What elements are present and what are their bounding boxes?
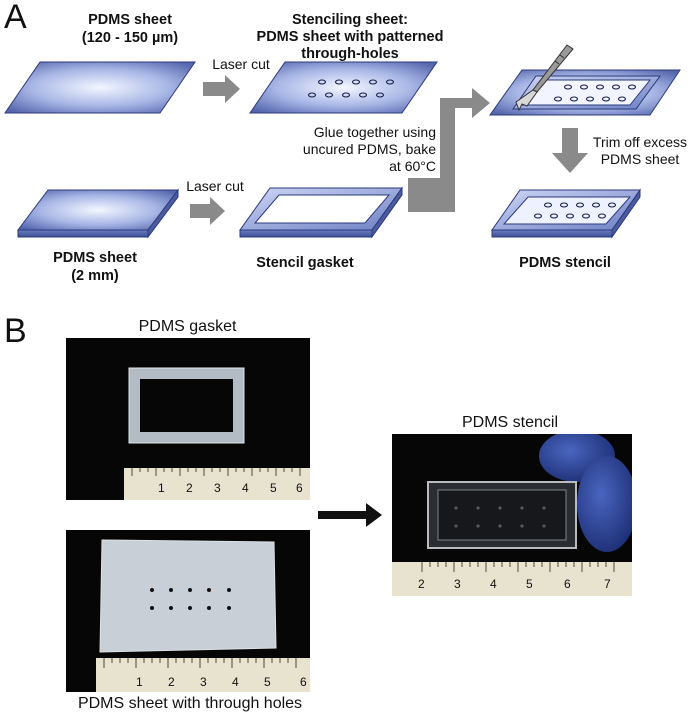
sheet-ruler-num-1: 1 [136, 675, 143, 689]
trim-label-line-2: PDMS sheet [600, 151, 680, 167]
laser-cut-arrow-2 [190, 197, 225, 225]
stencil-ruler-num-7: 7 [604, 577, 611, 591]
glue-label-line-3: at 60°C [389, 158, 436, 174]
scalpel-icon [515, 44, 574, 112]
thin-sheet-title: PDMS sheet [88, 12, 172, 28]
gasket-photo: 1 2 3 4 5 6 [66, 338, 310, 500]
stencil-ruler-num-4: 4 [490, 577, 497, 591]
stencil-ruler-ticks [421, 562, 615, 572]
stencil-photo-caption: PDMS stencil [461, 414, 559, 431]
stenciling-sheet-title: Stenciling sheet: [291, 12, 409, 28]
fabrication-schematic [4, 44, 681, 239]
stenciling-sheet-subtitle-2: through-holes [301, 46, 399, 62]
trim-label-line-1: Trim off excess [592, 134, 688, 150]
thick-sheet-title: PDMS sheet [53, 250, 137, 266]
sheet-photo-caption: PDMS sheet with through holes [77, 695, 303, 712]
stencil-ruler-num-3: 3 [454, 577, 461, 591]
sheet-ruler-num-3: 3 [200, 675, 207, 689]
laser-cut-label-1: Laser cut [212, 56, 270, 72]
sheet-ruler-num-2: 2 [168, 675, 175, 689]
panel-letter-b: B [4, 312, 27, 350]
gasket-ruler-num-2: 2 [186, 481, 193, 495]
stencil-gasket-label: Stencil gasket [256, 255, 354, 271]
sheet-ruler-ticks [103, 658, 297, 668]
sheet-through-holes [150, 588, 231, 610]
gasket-ruler-num-6: 6 [296, 481, 303, 495]
gasket-ruler-num-1: 1 [158, 481, 165, 495]
trim-arrow [552, 128, 588, 173]
gasket-ruler-ticks [131, 468, 301, 476]
through-holes-pattern [307, 79, 395, 98]
thick-sheet-thickness: (2 mm) [71, 268, 119, 284]
sheet-ruler-num-6: 6 [300, 675, 307, 689]
thin-pdms-sheet [4, 61, 196, 114]
assembled-stencil [489, 69, 681, 116]
glue-label-line-2: uncured PDMS, bake [302, 141, 436, 157]
stencil-photo: 2 3 4 5 6 7 [392, 434, 632, 596]
stencil-ruler-num-2: 2 [418, 577, 425, 591]
pdms-stencil-label: PDMS stencil [519, 255, 611, 271]
laser-cut-label-2: Laser cut [186, 178, 244, 194]
stencil-ruler-num-5: 5 [526, 577, 533, 591]
glue-label-line-1: Glue together using [313, 124, 436, 140]
stencil-gasket-frame [239, 186, 403, 239]
thin-sheet-thickness: (120 - 150 µm) [81, 30, 179, 46]
gasket-ruler-num-4: 4 [242, 481, 249, 495]
stenciling-sheet [249, 61, 438, 114]
sheet-photo: 1 2 3 4 5 6 [66, 530, 310, 692]
gasket-ruler-num-3: 3 [214, 481, 221, 495]
sheet-ruler-num-5: 5 [264, 675, 271, 689]
final-pdms-stencil [491, 188, 641, 239]
thick-pdms-sheet [17, 188, 179, 239]
stenciling-sheet-subtitle-1: PDMS sheet with patterned [256, 29, 444, 45]
gasket-photo-caption: PDMS gasket [138, 318, 237, 335]
glue-connector-arrow [408, 88, 490, 212]
gasket-ruler-num-5: 5 [270, 481, 277, 495]
panel-letter-a: A [4, 0, 27, 36]
stencil-ruler-num-6: 6 [564, 577, 571, 591]
sheet-ruler-num-4: 4 [232, 675, 239, 689]
laser-cut-arrow-1 [203, 75, 240, 103]
glove-thumb [577, 456, 632, 552]
